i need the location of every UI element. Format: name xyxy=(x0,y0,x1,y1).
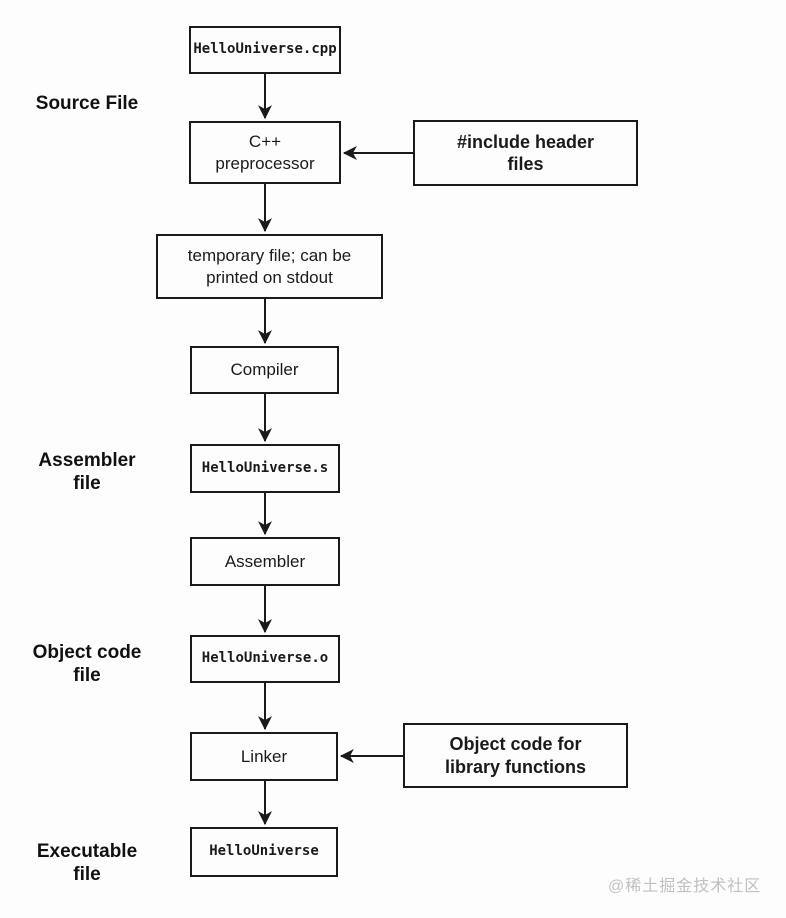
stage-label-executable-file: Executable file xyxy=(36,841,138,886)
node-include-headers: #include header files xyxy=(413,120,638,186)
watermark-text: @稀土掘金技术社区 xyxy=(608,878,762,895)
node-assembler: Assembler xyxy=(190,537,340,586)
node-compiler: Compiler xyxy=(190,346,339,394)
node-source-file: HelloUniverse.cpp xyxy=(189,26,341,74)
node-linker: Linker xyxy=(190,732,338,781)
node-assembler-file: HelloUniverse.s xyxy=(190,444,340,493)
node-library-object-code: Object code for library functions xyxy=(403,723,628,788)
node-temporary-file: temporary file; can be printed on stdout xyxy=(156,234,383,299)
stage-label-assembler-file: Assembler file xyxy=(38,450,136,495)
node-executable: HelloUniverse xyxy=(190,827,338,877)
node-object-file: HelloUniverse.o xyxy=(190,635,340,683)
node-cpp-preprocessor: C++ preprocessor xyxy=(189,121,341,184)
stage-label-object-code-file: Object code file xyxy=(32,642,142,687)
stage-label-source-file: Source File xyxy=(35,93,139,114)
